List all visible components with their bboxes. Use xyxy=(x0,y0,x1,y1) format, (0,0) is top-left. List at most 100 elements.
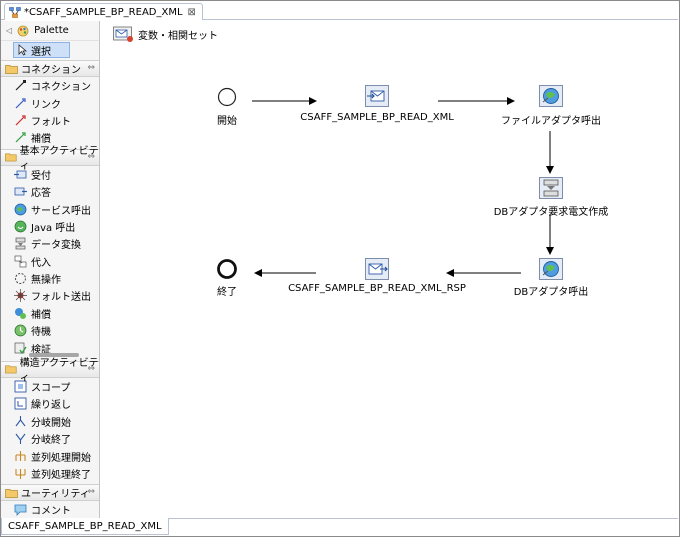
reply-node-label: CSAFF_SAMPLE_BP_READ_XML_RSP xyxy=(288,283,466,294)
reply-icon xyxy=(14,187,27,196)
item-label: 補償 xyxy=(31,309,51,321)
drawer-utility[interactable]: ユーティリティ ⇔ xyxy=(1,484,99,502)
pin-icon[interactable]: ⇔ xyxy=(87,63,95,73)
palette-panel: ◁ Palette 選択 コネクション ⇔ コネクション リンク フォルト 補償 xyxy=(1,21,100,518)
drawer-label: 構造アクティビティ xyxy=(19,358,99,385)
start-node-label: 開始 xyxy=(217,116,237,127)
palette-item-branch-start[interactable]: 分岐開始 xyxy=(1,413,99,430)
folder-icon xyxy=(5,64,18,74)
wait-icon xyxy=(14,324,27,337)
select-tool[interactable]: 選択 xyxy=(13,42,70,58)
pin-icon[interactable]: ⇔ xyxy=(87,151,95,162)
process-diagram-icon xyxy=(9,6,21,18)
link-icon xyxy=(15,97,26,109)
compensation-link-icon xyxy=(15,132,26,143)
drawer-label: 基本アクティビティ xyxy=(19,146,99,173)
drawer-basic-activities[interactable]: 基本アクティビティ ⇔ xyxy=(1,146,99,172)
invoke-service-icon[interactable] xyxy=(539,258,563,280)
item-label: 補償 xyxy=(31,134,51,146)
flow-connectors xyxy=(252,97,554,277)
item-label: リンク xyxy=(31,99,61,111)
item-label: 待機 xyxy=(31,327,51,339)
assign-icon xyxy=(14,255,27,268)
pin-icon[interactable]: ⇔ xyxy=(87,487,95,498)
bottom-editor-tab[interactable]: CSAFF_SAMPLE_BP_READ_XML xyxy=(1,518,169,535)
receive-icon xyxy=(14,170,27,179)
palette-item-link[interactable]: リンク xyxy=(1,94,99,111)
editor-tab[interactable]: *CSAFF_SAMPLE_BP_READ_XML ⊠ xyxy=(4,3,203,20)
branch-start-icon xyxy=(15,415,26,427)
item-label: 検証 xyxy=(31,344,51,356)
item-label: フォルト xyxy=(31,116,71,128)
end-circle-icon[interactable] xyxy=(216,258,238,280)
item-label: サービス呼出 xyxy=(31,205,91,217)
palette-item-data-transform[interactable]: データ変換 xyxy=(1,235,99,252)
palette-header[interactable]: ◁ Palette xyxy=(1,21,99,41)
parallel-start-icon xyxy=(15,450,26,461)
palette-scrollbar[interactable] xyxy=(29,353,79,357)
item-label: データ変換 xyxy=(31,240,81,252)
fault-link-icon xyxy=(15,115,26,126)
item-label: 並列処理終了 xyxy=(31,470,91,481)
folder-icon xyxy=(5,365,17,374)
reply-message-icon[interactable] xyxy=(365,258,389,280)
palette-item-throw-fault[interactable]: フォルト送出 xyxy=(1,287,99,304)
palette-item-reply[interactable]: 応答 xyxy=(1,183,99,200)
palette-item-parallel-start[interactable]: 並列処理開始 xyxy=(1,447,99,464)
compensate-icon xyxy=(15,307,26,319)
variables-icon xyxy=(113,26,133,42)
receive-message-icon[interactable] xyxy=(365,85,389,107)
collapse-palette-icon[interactable]: ◁ xyxy=(6,26,13,35)
palette-item-scope[interactable]: スコープ xyxy=(1,378,99,395)
palette-title: Palette xyxy=(34,25,69,36)
palette-icon xyxy=(17,25,29,36)
palette-item-invoke-service[interactable]: サービス呼出 xyxy=(1,200,99,217)
variables-button-label: 変数・相関セット xyxy=(138,31,218,42)
palette-item-compensate[interactable]: 補償 xyxy=(1,305,99,322)
throw-fault-icon xyxy=(14,289,27,303)
editor-tab-bar: *CSAFF_SAMPLE_BP_READ_XML ⊠ xyxy=(1,1,678,20)
invoke-service-icon xyxy=(14,203,27,215)
close-icon[interactable]: ⊠ xyxy=(187,6,196,18)
palette-item-fault[interactable]: フォルト xyxy=(1,112,99,129)
drawer-structured-activities[interactable]: 構造アクティビティ ⇔ xyxy=(1,358,99,384)
pointer-icon xyxy=(18,44,28,56)
palette-item-comment[interactable]: コメント xyxy=(1,501,99,518)
palette-item-connection[interactable]: コネクション xyxy=(1,77,99,94)
item-label: 並列処理開始 xyxy=(31,452,91,464)
item-label: フォルト送出 xyxy=(31,292,91,304)
palette-item-compensation[interactable]: 補償 xyxy=(1,129,99,146)
data-transform-icon[interactable] xyxy=(539,177,563,199)
parallel-end-icon xyxy=(15,469,26,479)
palette-item-parallel-end[interactable]: 並列処理終了 xyxy=(1,465,99,482)
item-label: コメント xyxy=(31,506,71,518)
invoke-service-icon[interactable] xyxy=(539,85,563,107)
drawer-connection[interactable]: コネクション ⇔ xyxy=(1,60,99,77)
data-transform-icon xyxy=(15,237,26,250)
db-request-node-label: DBアダプタ要求電文作成 xyxy=(493,207,609,218)
scope-icon xyxy=(14,380,27,393)
palette-item-loop[interactable]: 繰り返し xyxy=(1,395,99,412)
start-circle-icon[interactable] xyxy=(217,87,237,107)
receive-node-label: CSAFF_SAMPLE_BP_READ_XML xyxy=(300,112,454,123)
drawer-label: コネクション xyxy=(21,65,81,76)
invoke-java-icon xyxy=(14,220,27,233)
palette-item-assign[interactable]: 代入 xyxy=(1,253,99,270)
palette-item-branch-end[interactable]: 分岐終了 xyxy=(1,430,99,447)
item-label: 無操作 xyxy=(31,275,61,287)
db-adapter-node-label: DBアダプタ呼出 xyxy=(513,287,589,298)
process-canvas[interactable]: 変数・相関セット 開始 CSAFF_SAMPLE_BP_READ_XML ファイ… xyxy=(101,21,678,518)
item-label: コネクション xyxy=(31,82,91,94)
palette-item-wait[interactable]: 待機 xyxy=(1,322,99,339)
palette-item-invoke-java[interactable]: Java 呼出 xyxy=(1,218,99,235)
connection-icon xyxy=(15,80,26,91)
validate-icon xyxy=(14,342,27,354)
palette-item-empty[interactable]: 無操作 xyxy=(1,270,99,287)
palette-item-receive[interactable]: 受付 xyxy=(1,166,99,183)
bottom-tab-bar xyxy=(1,518,678,519)
folder-icon xyxy=(5,153,17,162)
drawer-label: ユーティリティ xyxy=(21,489,90,501)
variables-correlation-button[interactable]: 変数・相関セット xyxy=(113,26,218,43)
palette-item-validate[interactable]: 検証 xyxy=(1,339,99,356)
pin-icon[interactable]: ⇔ xyxy=(87,363,95,374)
